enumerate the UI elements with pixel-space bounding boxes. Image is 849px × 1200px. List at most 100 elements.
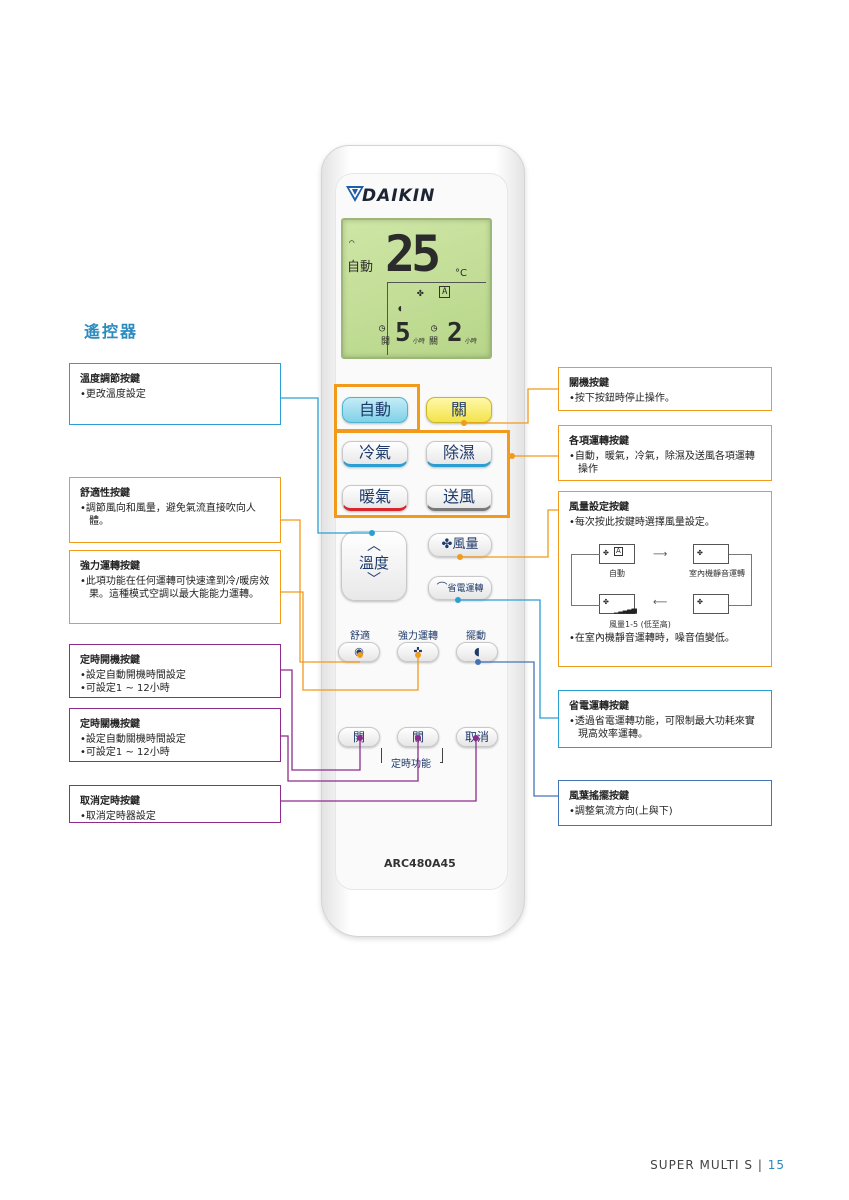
econo-icon: ⌒ xyxy=(436,581,448,594)
annotation-timer-cancel: 取消定時按鍵 取消定時器設定 xyxy=(69,785,281,823)
annotation-timer-on-item: 設定自動開機時間設定 xyxy=(80,669,270,682)
lcd-clock-icon-1: ◷ xyxy=(379,323,386,334)
auto-button[interactable]: 自動 xyxy=(342,397,408,423)
model-number: ARC480A45 xyxy=(384,857,456,870)
lcd-temperature: 25 xyxy=(385,225,441,283)
annotation-timer-on: 定時開機按鍵 設定自動開機時間設定 可設定1 ~ 12小時 xyxy=(69,644,281,698)
annotation-timer-on-item: 可設定1 ~ 12小時 xyxy=(80,682,270,695)
cool-button[interactable]: 冷氣 xyxy=(342,441,408,467)
comfort-label: 舒適 xyxy=(350,631,370,642)
lcd-timer-off-value: 2 xyxy=(447,318,463,348)
modes-highlight xyxy=(334,430,510,518)
fan-icon: ✤ xyxy=(441,537,453,552)
footer-title: SUPER MULTI S xyxy=(650,1158,754,1172)
annotation-econo-item: 透過省電運轉功能，可限制最大功耗來實現高效率運轉。 xyxy=(569,715,761,741)
lcd-hour-2: 小時 xyxy=(465,338,478,345)
lcd-swing-indicator-icon: ◖ xyxy=(397,304,403,314)
lcd-fan-auto: A xyxy=(439,286,451,298)
lcd-swing-icon: ⌒ xyxy=(349,238,355,248)
temp-label: 溫度 xyxy=(358,554,389,572)
annotation-off-title: 關機按鍵 xyxy=(569,378,609,389)
temperature-button[interactable]: ︿ 溫度 ﹀ xyxy=(341,531,407,601)
lcd-mode: 自動 xyxy=(347,260,374,275)
fan-speed-label: 風量 xyxy=(452,537,479,552)
annotation-off-item: 按下按鈕時停止操作。 xyxy=(569,392,761,405)
swing-label: 擺動 xyxy=(466,631,486,642)
cycle-right-bracket xyxy=(729,554,752,606)
annotation-timer-off-title: 定時關機按鍵 xyxy=(80,719,140,730)
annotation-temp-item: 更改溫度設定 xyxy=(80,388,270,401)
annotation-modes-title: 各項運轉按鍵 xyxy=(569,436,629,447)
brand-logo: DAIKIN xyxy=(362,186,436,206)
mini-quiet-icon: ✤ xyxy=(697,549,703,557)
annotation-comfort-title: 舒適性按鍵 xyxy=(80,488,130,499)
cycle-left-bracket xyxy=(571,554,600,606)
annotation-temp-title: 溫度調節按鍵 xyxy=(80,374,140,385)
arrow-right-icon: ⟶ xyxy=(653,549,668,560)
annotation-powerful-item: 此項功能在任何運轉可快速達到冷/暖房效果。這種模式空調以最大能能力運轉。 xyxy=(80,575,270,601)
mini-levels-icon: ✤ xyxy=(603,598,609,606)
powerful-icon: ✜ xyxy=(413,645,423,658)
annotation-timer-on-title: 定時開機按鍵 xyxy=(80,655,140,666)
arrow-left-icon: ⟵ xyxy=(653,597,668,608)
annotation-comfort: 舒適性按鍵 調節風向和風量，避免氣流直接吹向人體。 xyxy=(69,477,281,543)
lcd-display: ⌒ 自動 25 °C ✤ A ◖ ◷ 開 5 小時 ◷ 關 2 小時 xyxy=(341,218,492,359)
econo-label: 省電運轉 xyxy=(447,584,484,594)
daikin-logo-icon xyxy=(346,186,364,202)
annotation-swing-item: 調整氣流方向(上與下) xyxy=(569,805,761,818)
fan-levels-caption: 風量1-5 (低至高) xyxy=(609,620,671,629)
annotation-timer-cancel-item: 取消定時器設定 xyxy=(80,810,270,823)
annotation-powerful-title: 強力運轉按鍵 xyxy=(80,561,140,572)
mini-levels-bars-icon: ▁▂▃▄▅ xyxy=(614,606,637,614)
page-footer: SUPER MULTI S | 15 xyxy=(650,1158,785,1172)
timer-group-label: 定時功能 xyxy=(382,755,440,770)
annotation-swing-title: 風葉搖擺按鍵 xyxy=(569,791,629,802)
annotation-timer-off-item: 設定自動關機時間設定 xyxy=(80,733,270,746)
dry-button[interactable]: 除濕 xyxy=(426,441,492,467)
annotation-fan-speed-title: 風量設定按鍵 xyxy=(569,502,629,513)
lcd-timer-on-label: 開 xyxy=(381,337,391,347)
annotation-swing: 風葉搖擺按鍵 調整氣流方向(上與下) xyxy=(558,780,772,826)
section-title: 遙控器 xyxy=(84,322,139,341)
temp-down-icon: ﹀ xyxy=(367,572,381,588)
fan-auto-screen: ✤ A xyxy=(599,544,635,564)
annotation-fan-speed-item: 每次按此按鍵時選擇風量設定。 xyxy=(569,516,761,529)
annotation-modes: 各項運轉按鍵 自動，暖氣，冷氣，除濕及送風各項運轉操作 xyxy=(558,425,772,481)
lcd-hour-1: 小時 xyxy=(413,338,426,345)
annotation-off: 關機按鍵 按下按鈕時停止操作。 xyxy=(558,367,772,411)
fan-quiet-screen: ✤ xyxy=(693,544,729,564)
footer-separator: | xyxy=(757,1158,763,1172)
annotation-timer-cancel-title: 取消定時按鍵 xyxy=(80,796,140,807)
annotation-temp: 溫度調節按鍵 更改溫度設定 xyxy=(69,363,281,425)
lcd-timer-off-label: 關 xyxy=(429,337,439,347)
mini-auto-a: A xyxy=(614,547,623,556)
annotation-comfort-item: 調節風向和風量，避免氣流直接吹向人體。 xyxy=(80,502,270,528)
mini-low-icon: ✤ xyxy=(697,598,703,606)
mini-fan-icon: ✤ xyxy=(603,549,609,557)
lcd-fan-icon: ✤ xyxy=(417,286,424,299)
fan-auto-caption: 自動 xyxy=(609,569,625,578)
lcd-timer-on-value: 5 xyxy=(395,318,411,348)
annotation-fan-speed: 風量設定按鍵 每次按此按鍵時選擇風量設定。 ✤ A 自動 ⟶ ✤ 室內機靜音運轉… xyxy=(558,491,772,667)
powerful-label: 強力運轉 xyxy=(398,631,438,642)
annotation-econo: 省電運轉按鍵 透過省電運轉功能，可限制最大功耗來實現高效率運轉。 xyxy=(558,690,772,748)
fan-low-screen: ✤ xyxy=(693,594,729,614)
annotation-timer-off-item: 可設定1 ~ 12小時 xyxy=(80,746,270,759)
page-number: 15 xyxy=(767,1158,785,1172)
annotation-powerful: 強力運轉按鍵 此項功能在任何運轉可快速達到冷/暖房效果。這種模式空調以最大能能力… xyxy=(69,550,281,624)
annotation-timer-off: 定時關機按鍵 設定自動關機時間設定 可設定1 ~ 12小時 xyxy=(69,708,281,762)
swing-icon: ◖ xyxy=(474,645,480,658)
comfort-icon: ◉ xyxy=(354,645,364,658)
lcd-clock-icon-2: ◷ xyxy=(431,323,438,334)
heat-button[interactable]: 暖氣 xyxy=(342,485,408,511)
annotation-econo-title: 省電運轉按鍵 xyxy=(569,701,629,712)
lcd-frame xyxy=(387,282,486,355)
annotation-fan-speed-note: 在室內機靜音運轉時，噪音值變低。 xyxy=(569,632,765,645)
fan-levels-screen: ✤ ▁▂▃▄▅ xyxy=(599,594,637,614)
lcd-unit: °C xyxy=(455,268,467,279)
fan-mode-button[interactable]: 送風 xyxy=(426,485,492,511)
temp-up-icon: ︿ xyxy=(367,538,381,554)
fan-quiet-caption: 室內機靜音運轉 xyxy=(689,569,745,578)
off-button[interactable]: 關 xyxy=(426,397,492,423)
